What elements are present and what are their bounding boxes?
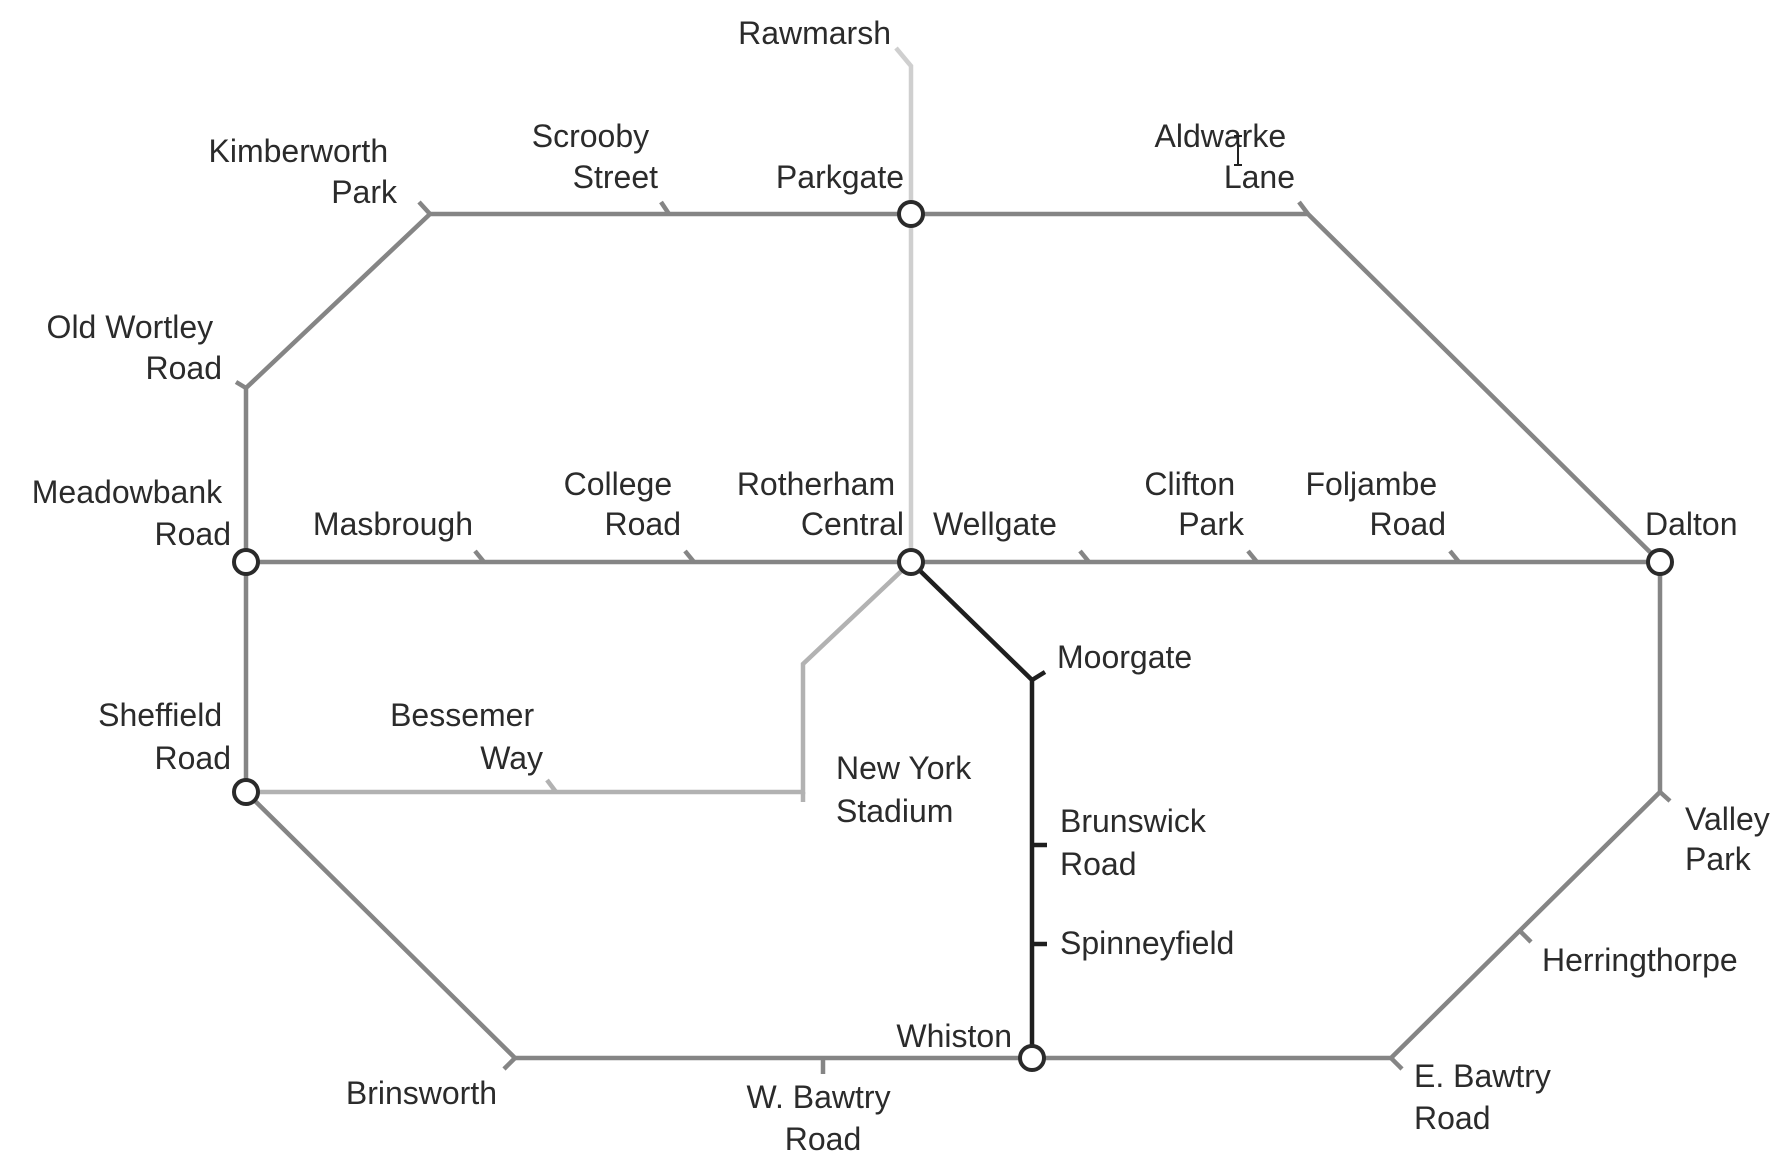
label-rotherham-central: Rotherham Central (737, 466, 904, 542)
station-tick-clifton-park (1246, 549, 1259, 564)
label-parkgate: Parkgate (776, 159, 904, 195)
station-tick-masbrough (473, 549, 486, 564)
station-tick-foljambe-road (1448, 549, 1461, 564)
station-tick-moorgate (1030, 670, 1047, 682)
station-tick-e-bawtry-road (1389, 1056, 1404, 1071)
interchange-sheffield-road (232, 778, 260, 806)
label-kimberworth-park: Kimberworth Park (209, 133, 399, 210)
interchange-dalton (1646, 548, 1674, 576)
label-masbrough: Masbrough (313, 506, 473, 542)
station-tick-old-wortley-road (234, 380, 248, 390)
label-valley-park: Valley Park (1685, 801, 1779, 877)
label-spinneyfield: Spinneyfield (1060, 925, 1234, 961)
rawmarsh-branch-line (894, 46, 914, 562)
station-tick-bessemer-way (545, 778, 558, 794)
label-bessemer-way: Bessemer Way (390, 697, 543, 776)
interchange-whiston (1018, 1044, 1046, 1072)
label-foljambe-road: Foljambe Road (1306, 466, 1447, 542)
station-tick-brinsworth (502, 1056, 517, 1071)
label-new-york-stadium: New York Stadium (836, 750, 980, 829)
outer-loop-line (243, 211, 1663, 1061)
label-aldwarke-lane: Aldwarke Lane (1155, 118, 1296, 195)
station-tick-valley-park (1658, 790, 1672, 803)
label-brunswick-road: Brunswick Road (1060, 803, 1215, 882)
station-tick-kimberworth-park (417, 200, 432, 216)
label-whiston: Whiston (896, 1018, 1012, 1054)
label-brinsworth: Brinsworth (346, 1075, 497, 1111)
station-tick-scrooby-street (659, 200, 671, 216)
text-cursor-icon (1234, 135, 1242, 166)
label-e-bawtry-road: E. Bawtry Road (1414, 1058, 1560, 1136)
label-college-road: College Road (564, 466, 681, 542)
label-moorgate: Moorgate (1057, 639, 1192, 675)
new-york-stadium-line (246, 560, 913, 795)
label-rawmarsh: Rawmarsh (738, 15, 891, 51)
station-tick-college-road (683, 549, 696, 564)
label-sheffield-road: Sheffield Road (98, 697, 231, 776)
label-meadowbank-road: Meadowbank Road (32, 474, 231, 552)
interchange-meadowbank-road (232, 548, 260, 576)
label-clifton-park: Clifton Park (1144, 466, 1245, 542)
label-w-bawtry-road: W. Bawtry Road (747, 1079, 900, 1154)
label-dalton: Dalton (1645, 506, 1738, 542)
label-wellgate: Wellgate (933, 506, 1057, 542)
interchange-rotherham-central (897, 548, 925, 576)
label-old-wortley-road: Old Wortley Road (47, 309, 222, 386)
station-tick-aldwarke-lane (1297, 200, 1310, 216)
station-tick-herringthorpe (1518, 929, 1533, 944)
interchange-parkgate (897, 200, 925, 228)
label-scrooby-street: Scrooby Street (532, 118, 658, 195)
label-herringthorpe: Herringthorpe (1542, 942, 1738, 978)
station-tick-wellgate (1078, 549, 1091, 564)
